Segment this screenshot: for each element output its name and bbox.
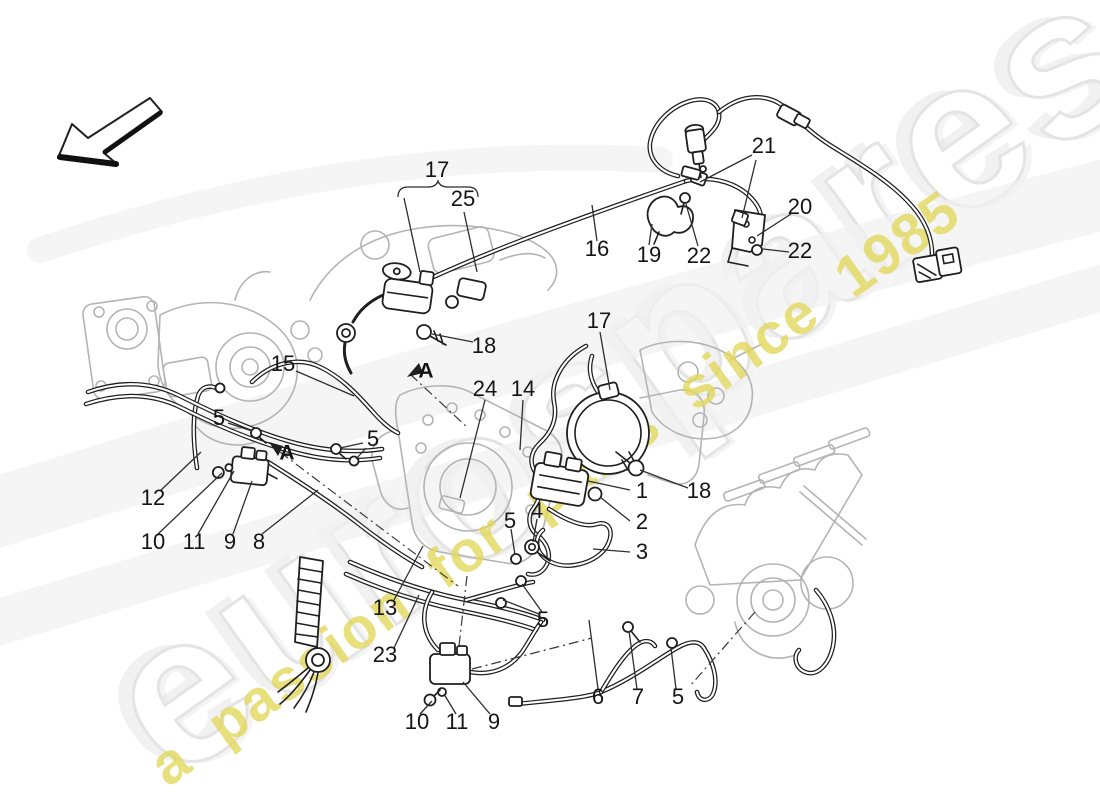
solenoid-valve-bottom [423, 642, 471, 707]
bolt-18-right [615, 451, 645, 477]
callout-13[interactable]: 13 [372, 594, 398, 620]
callout-5[interactable]: 5 [366, 425, 380, 451]
callout-10[interactable]: 10 [140, 528, 166, 554]
callout-20[interactable]: 20 [787, 193, 813, 219]
callout-17[interactable]: 17 [424, 156, 450, 182]
callout-12[interactable]: 12 [140, 484, 166, 510]
callout-4[interactable]: 4 [530, 497, 544, 523]
clamp-21-b [731, 209, 749, 227]
callout-6[interactable]: 6 [591, 683, 605, 709]
engine-block-right [639, 340, 763, 485]
callout-23[interactable]: 23 [372, 641, 398, 667]
callout-7[interactable]: 7 [631, 683, 645, 709]
bracket-17-brace [397, 178, 479, 198]
datum-arrow-a1-icon [407, 363, 423, 377]
bolt-18-left [416, 324, 447, 346]
engine-block-top [309, 224, 558, 301]
pneumatic-actuator-assembly [381, 262, 435, 315]
mount-plate [371, 385, 563, 565]
callout-14[interactable]: 14 [510, 375, 536, 401]
bolt-22-right [751, 244, 763, 256]
callout-1[interactable]: 1 [635, 477, 649, 503]
pressure-sensor-top [684, 123, 707, 179]
callout-17[interactable]: 17 [586, 307, 612, 333]
pipe-end-fitting [508, 696, 523, 707]
engine-background [82, 224, 871, 659]
components [211, 103, 963, 713]
datum-arrow-a2-icon [269, 442, 283, 456]
callout-A[interactable]: A [279, 441, 295, 465]
callout-10[interactable]: 10 [404, 708, 430, 734]
grommet [336, 323, 356, 343]
callout-5[interactable]: 5 [536, 606, 550, 632]
callout-16[interactable]: 16 [584, 235, 610, 261]
callout-22[interactable]: 22 [787, 237, 813, 263]
callout-22[interactable]: 22 [686, 242, 712, 268]
callout-5[interactable]: 5 [671, 683, 685, 709]
pipe12-cap [214, 382, 226, 394]
callout-9[interactable]: 9 [487, 708, 501, 734]
direction-arrow-icon [57, 97, 163, 167]
connector-right-end [912, 246, 963, 283]
solenoid-valve-center [529, 450, 590, 507]
callout-3[interactable]: 3 [635, 538, 649, 564]
bolt-22-left [679, 192, 691, 215]
callout-18[interactable]: 18 [686, 477, 712, 503]
callout-24[interactable]: 24 [472, 375, 498, 401]
hose-clamps [250, 427, 678, 649]
wiring-conduit [277, 556, 331, 713]
callout-15[interactable]: 15 [270, 350, 296, 376]
callout-A[interactable]: A [418, 359, 434, 383]
exhaust-manifold-right [685, 427, 871, 659]
callout-21[interactable]: 21 [751, 132, 777, 158]
callout-5[interactable]: 5 [212, 404, 226, 430]
bolt-4 [524, 539, 551, 562]
callout-8[interactable]: 8 [252, 528, 266, 554]
tee-fitting [680, 165, 702, 181]
callout-5[interactable]: 5 [503, 507, 517, 533]
vacuum-pump [566, 381, 650, 475]
callout-18[interactable]: 18 [471, 332, 497, 358]
solenoid-valve-25 [445, 277, 487, 309]
callout-9[interactable]: 9 [223, 528, 237, 554]
pipe-fitting-top-right [776, 103, 811, 129]
callout-2[interactable]: 2 [635, 508, 649, 534]
callout-11[interactable]: 11 [445, 708, 469, 734]
solenoid-valve-left [211, 446, 278, 487]
callout-19[interactable]: 19 [636, 241, 662, 267]
callout-11[interactable]: 11 [182, 528, 206, 554]
bracket-19 [646, 195, 694, 245]
leader-lines [157, 154, 792, 715]
callout-25[interactable]: 25 [450, 185, 476, 211]
bolt-2 [587, 486, 603, 502]
